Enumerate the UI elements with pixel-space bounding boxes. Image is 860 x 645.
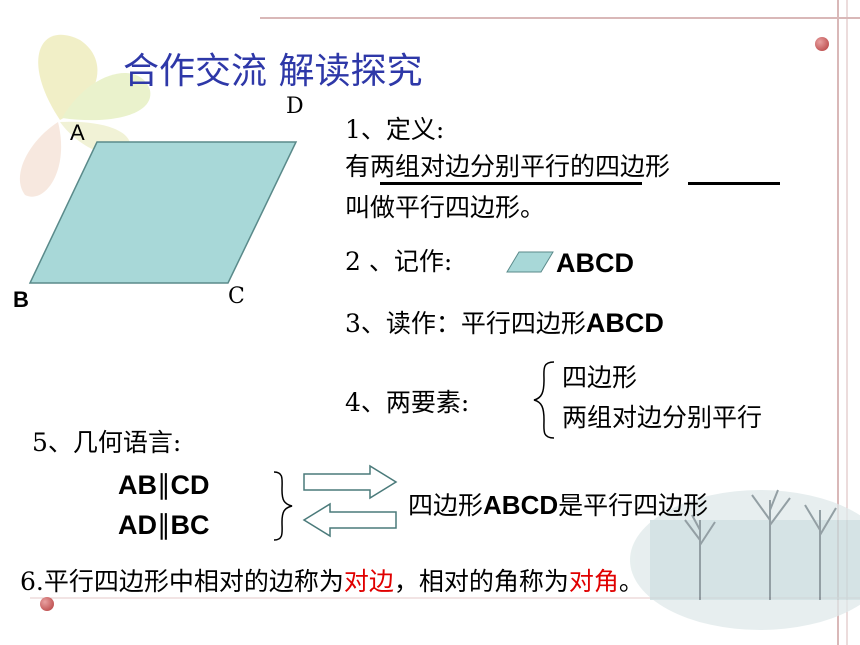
parallelogram-shape — [28, 141, 298, 284]
reading-text: 3、读作：平行四边形 — [345, 309, 586, 338]
decor-dot — [40, 597, 54, 611]
elements-label: 4、两要素: — [345, 388, 470, 417]
parallelogram-symbol-icon — [506, 251, 554, 273]
vertex-label-b: B — [13, 287, 29, 312]
vertex-label-a: A — [70, 120, 85, 145]
right-brace-icon — [273, 471, 293, 541]
underline-blank-2 — [688, 182, 780, 185]
definition-line2: 叫做平行四边形。 — [345, 193, 546, 222]
underline-blank-1 — [380, 182, 642, 185]
decor-dot — [815, 37, 829, 51]
cond1-left: AB — [118, 470, 157, 500]
conclusion-name: ABCD — [483, 490, 559, 520]
conclusion-suffix: 是平行四边形 — [558, 491, 709, 520]
element-item-1: 四边形 — [562, 363, 638, 392]
cond2-left: AD — [118, 510, 157, 540]
conclusion-prefix: 四边形 — [408, 491, 484, 520]
geometry-label: 5、几何语言: — [32, 428, 182, 457]
note-middle: ，相对的角称为 — [393, 567, 569, 596]
notation-label: 2 、记作: — [345, 247, 453, 276]
equivalence-arrows-icon — [302, 464, 398, 538]
brace-icon — [533, 361, 555, 439]
page-title: 合作交流 解读探究 — [123, 51, 423, 92]
cond1-right: CD — [170, 470, 210, 500]
reading-name: ABCD — [585, 308, 664, 338]
note-end: 。 — [618, 567, 644, 596]
definition-line1: 有两组对边分别平行的四边形 — [345, 152, 671, 181]
vertex-label-c: C — [228, 284, 245, 309]
note-prefix: 6.平行四边形中相对的边称为 — [20, 567, 344, 596]
parallel-symbol: ∥ — [157, 510, 171, 540]
note-term-2: 对角 — [568, 567, 619, 596]
vertex-label-d: D — [286, 94, 304, 119]
parallelogram-figure — [28, 141, 298, 284]
reading-label: 3、读作：平行四边形ABCD — [345, 304, 664, 340]
note-term-1: 对边 — [343, 567, 394, 596]
parallel-symbol: ∥ — [157, 470, 171, 500]
cond2-right: BC — [170, 510, 210, 540]
definition-label: 1、定义: — [345, 115, 445, 144]
condition-2: AD∥BC — [118, 510, 210, 541]
condition-1: AB∥CD — [118, 470, 210, 501]
element-item-2: 两组对边分别平行 — [562, 403, 763, 432]
notation-name: ABCD — [556, 248, 634, 278]
conclusion: 四边形ABCD是平行四边形 — [408, 486, 708, 522]
tree-scene-decoration — [630, 489, 860, 630]
note-line: 6.平行四边形中相对的边称为对边，相对的角称为对角。 — [20, 562, 644, 598]
